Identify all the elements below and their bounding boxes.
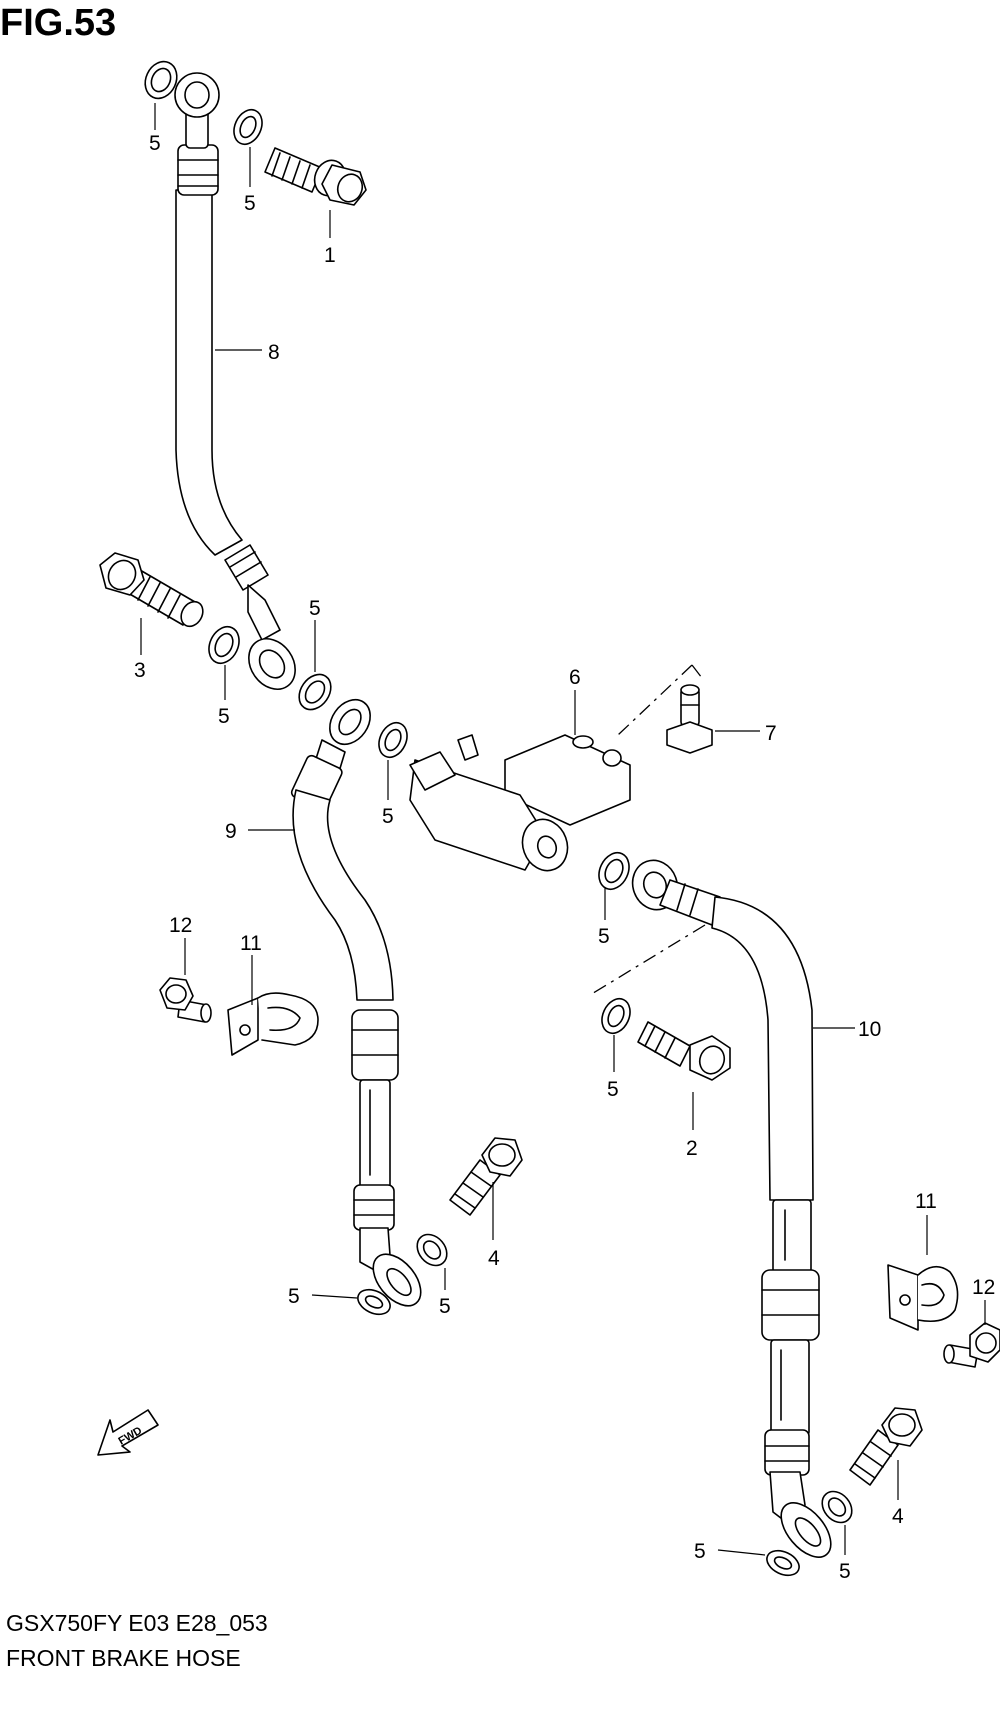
washer-5-bolt2[interactable]: [597, 994, 636, 1038]
callout-5-lower-left-a: 5: [288, 1285, 300, 1308]
bolt-12-left[interactable]: [159, 977, 212, 1023]
washer-5-mid-left[interactable]: [203, 622, 244, 668]
brake-hose-9[interactable]: [290, 692, 430, 1315]
callout-6: 6: [569, 666, 581, 689]
callout-12-right: 12: [972, 1276, 995, 1299]
hose-clamp-11-left[interactable]: [227, 992, 319, 1056]
washer-5-lower-left-a[interactable]: [354, 1285, 394, 1319]
figure-title: FIG.53: [0, 2, 117, 44]
union-bolt-3[interactable]: [99, 552, 207, 630]
callout-4-left: 4: [488, 1247, 500, 1270]
callout-5-top-right: 5: [244, 192, 256, 215]
union-bolt-2[interactable]: [637, 1021, 731, 1081]
assembly-guide-lines: [589, 664, 706, 996]
callout-5-lower-left-b: 5: [439, 1295, 451, 1318]
washer-5-lower-right-b[interactable]: [816, 1486, 858, 1529]
washer-5-top-left[interactable]: [139, 56, 182, 103]
brake-hose-10[interactable]: [626, 854, 841, 1566]
figure-name: FRONT BRAKE HOSE: [6, 1645, 241, 1671]
washer-5-mid-right[interactable]: [293, 668, 338, 715]
washer-5-junction-right[interactable]: [593, 848, 634, 894]
washer-5-lower-left-b[interactable]: [411, 1229, 453, 1272]
forward-direction-arrow-icon: FWD: [97, 1409, 159, 1456]
union-bolt-4-right[interactable]: [849, 1407, 923, 1486]
union-bolt-1[interactable]: [264, 147, 367, 206]
callout-10: 10: [858, 1018, 881, 1041]
callout-12-left: 12: [169, 914, 192, 937]
hose-joint-6[interactable]: [409, 734, 631, 877]
callout-8: 8: [268, 341, 280, 364]
union-bolt-4-left[interactable]: [449, 1137, 523, 1216]
hose-clamp-11-right[interactable]: [887, 1264, 959, 1331]
callout-5-lower-right-a: 5: [694, 1540, 706, 1563]
callout-labels: 5 5 1 8 3 5 5 6 7 5 9 5 12 11 10 5 2 4 5…: [134, 132, 995, 1583]
callout-4-right: 4: [892, 1505, 904, 1528]
callout-3: 3: [134, 659, 146, 682]
callout-11-right: 11: [915, 1190, 937, 1213]
callout-7: 7: [765, 722, 777, 745]
callout-5-mid-right: 5: [309, 597, 321, 620]
leader-lines: [140, 103, 986, 1556]
washer-5-lower-right-a[interactable]: [763, 1546, 803, 1580]
callout-1: 1: [324, 244, 336, 267]
callout-5-lower-right-b: 5: [839, 1560, 851, 1583]
callout-9: 9: [225, 820, 237, 843]
brake-hose-8[interactable]: [174, 72, 305, 698]
washer-5-top-right[interactable]: [229, 105, 268, 149]
callout-5-junction-left: 5: [382, 805, 394, 828]
callout-5-junction-right: 5: [598, 925, 610, 948]
callout-5-mid-left: 5: [218, 705, 230, 728]
bolt-12-right[interactable]: [943, 1322, 1000, 1368]
model-code: GSX750FY E03 E28_053: [6, 1610, 268, 1636]
callout-5-top-left: 5: [149, 132, 161, 155]
washer-5-junction-left[interactable]: [374, 718, 413, 762]
callout-2: 2: [686, 1137, 698, 1160]
bolt-7[interactable]: [666, 684, 713, 754]
callout-11-left: 11: [240, 932, 262, 955]
callout-5-bolt2: 5: [607, 1078, 619, 1101]
